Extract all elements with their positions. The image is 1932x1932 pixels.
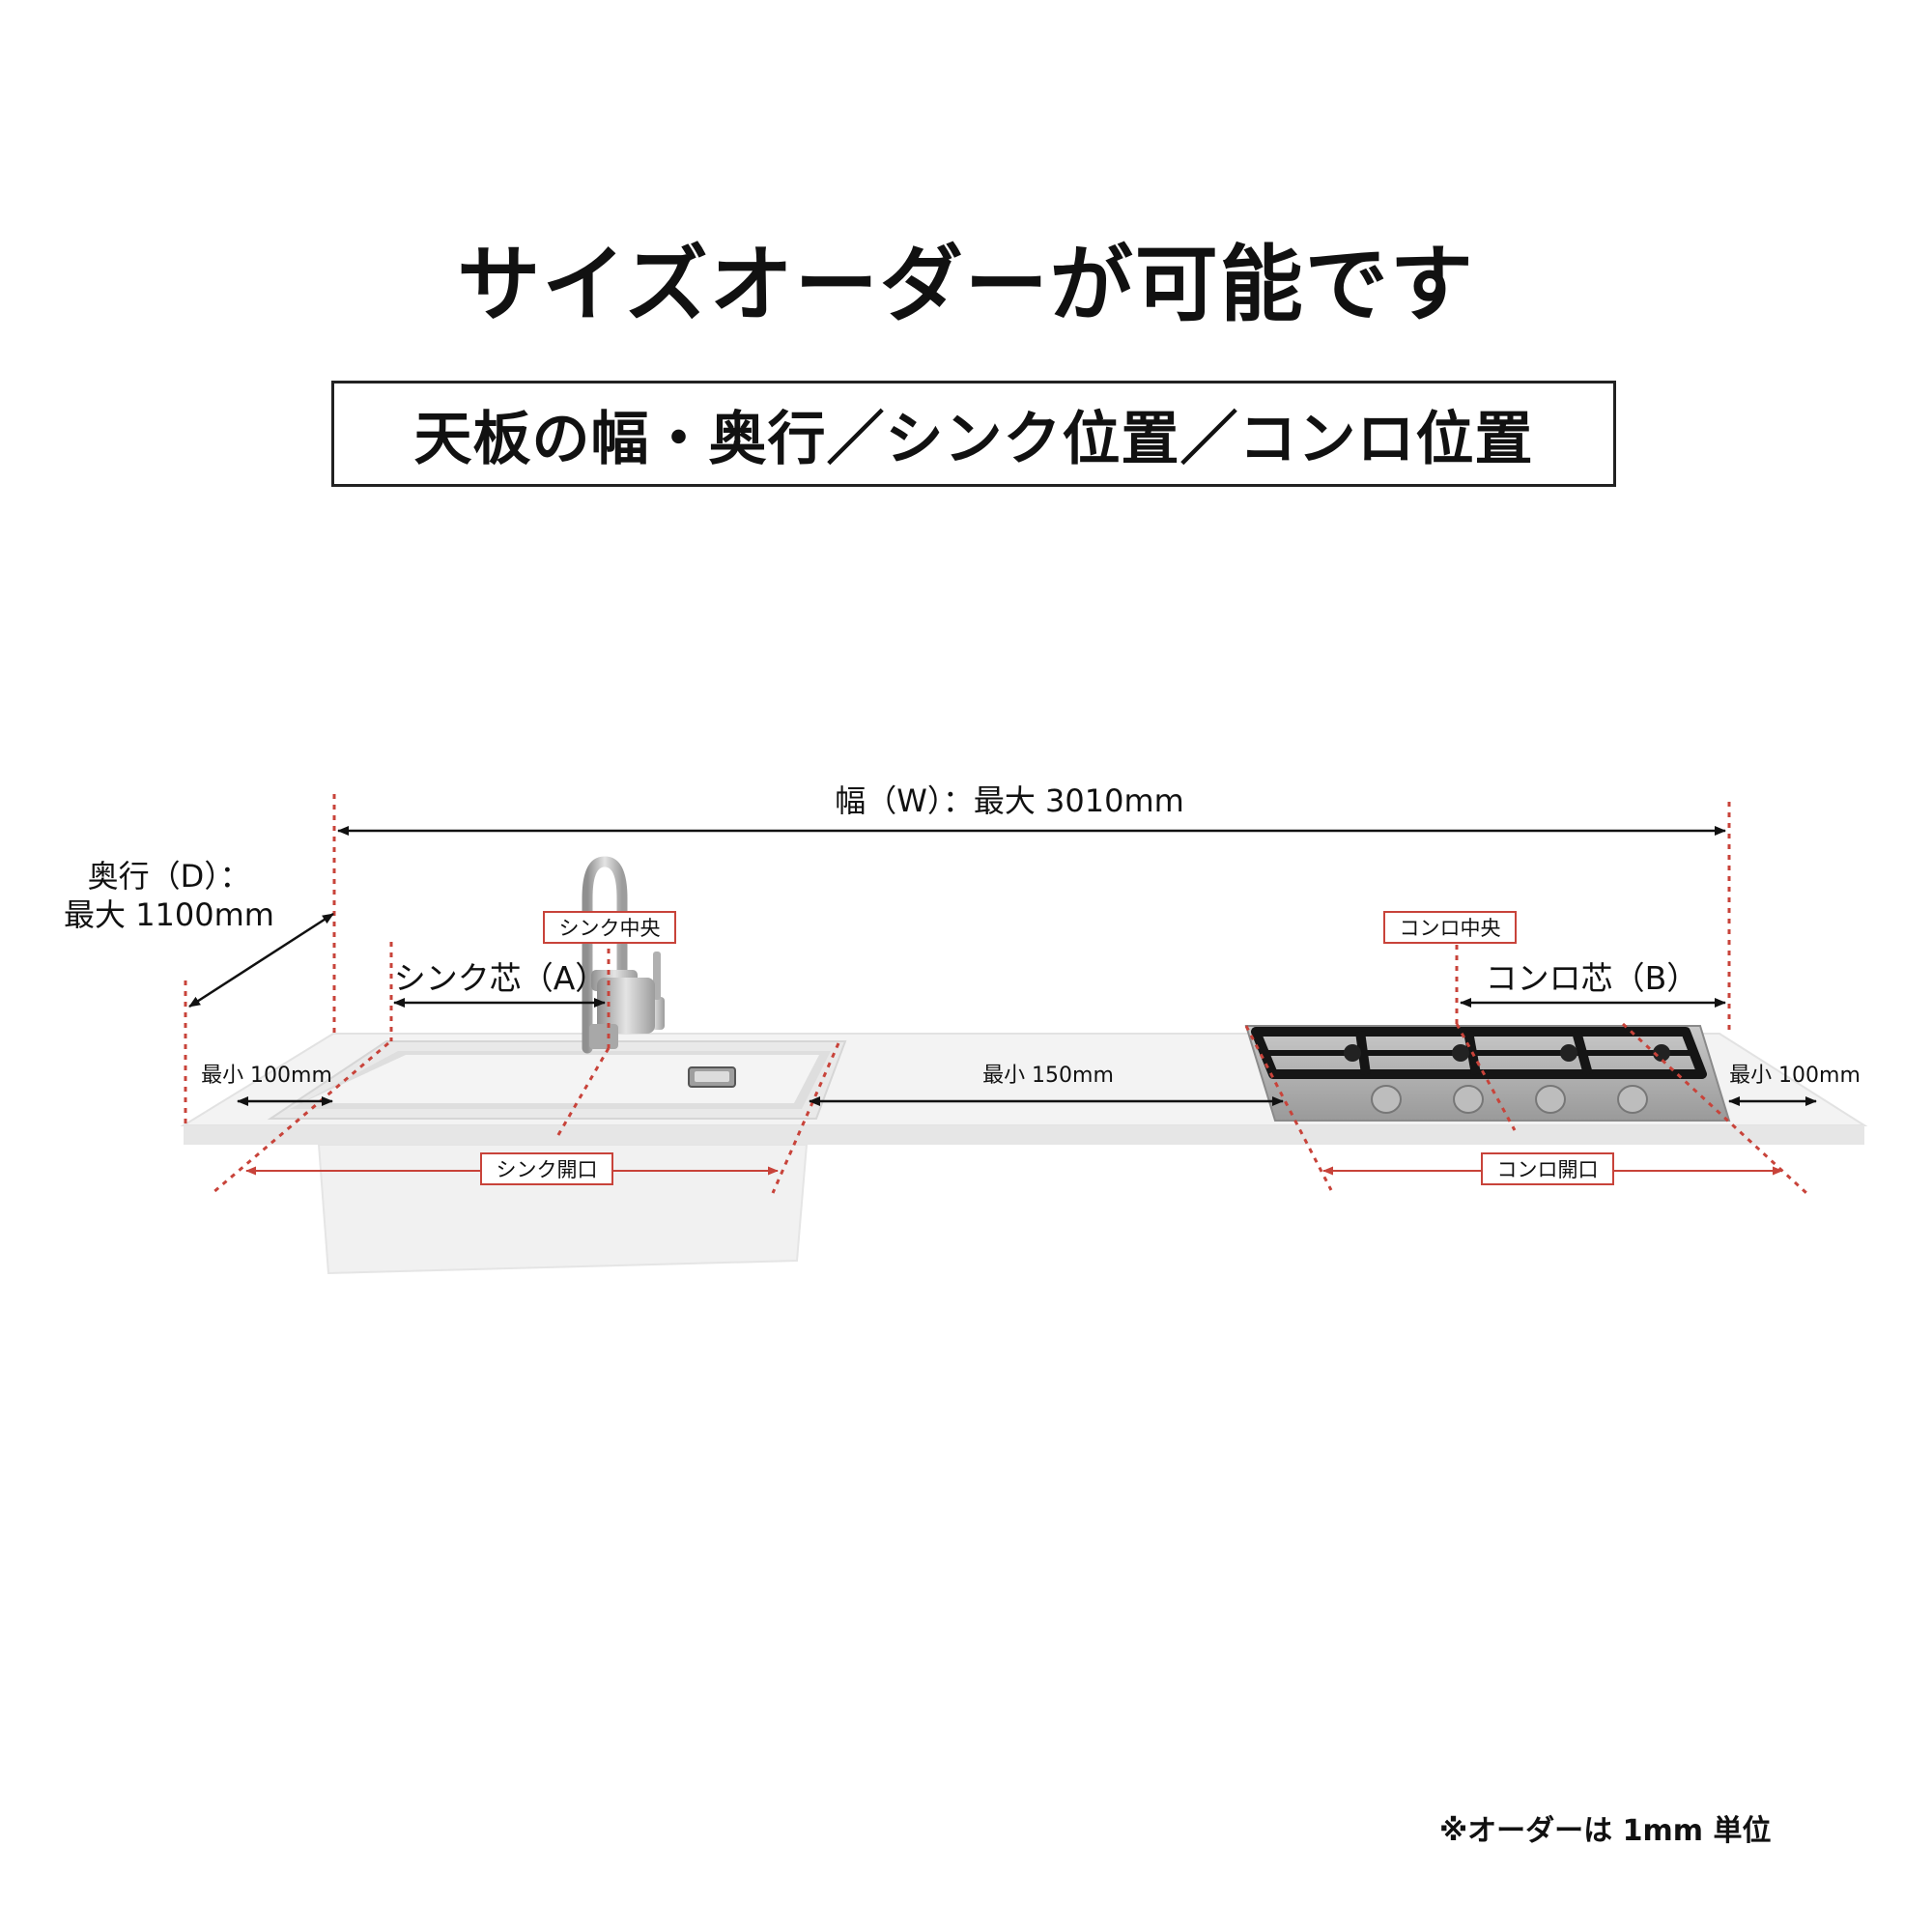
min-right-label: 最小 100mm (1729, 1064, 1861, 1088)
control-knob-icon (1371, 1085, 1648, 1114)
drain-cover-icon (688, 1066, 736, 1088)
min-middle-label: 最小 150mm (982, 1064, 1114, 1088)
tag-stove-opening-text: コンロ開口 (1497, 1158, 1599, 1181)
min-left-label: 最小 100mm (201, 1064, 332, 1088)
stove-core-label: コンロ芯（B） (1486, 959, 1699, 997)
guide-lines (184, 794, 1808, 1195)
tag-sink-opening-text: シンク開口 (497, 1158, 598, 1181)
subtitle-text: 天板の幅・奥行／シンク位置／コンロ位置 (413, 405, 1534, 473)
sink (267, 1040, 847, 1120)
burner-grate-icon (1251, 1027, 1707, 1079)
tag-sink-center: シンク中央 (543, 911, 676, 944)
tag-stove-center: コンロ中央 (1383, 911, 1517, 944)
width-dimension: 幅（W）：最大 3010mm (337, 782, 1726, 836)
depth-label-line2: 最大 1100mm (64, 896, 274, 933)
depth-dimension: 奥行（D）： 最大 1100mm (64, 858, 334, 1009)
tag-stove-opening: コンロ開口 (1481, 1152, 1614, 1185)
min-right-dimension: 最小 100mm (1728, 1064, 1861, 1106)
sink-core-label: シンク芯（A） (394, 959, 608, 997)
sink-body (317, 1144, 809, 1275)
page-title: サイズオーダーが可能です (457, 237, 1475, 333)
gas-stove (1244, 1025, 1731, 1122)
width-label: 幅（W）：最大 3010mm (835, 782, 1184, 819)
depth-label-line1: 奥行（D）： (88, 858, 251, 895)
stove-core-dimension: コンロ芯（B） (1460, 959, 1726, 1008)
min-middle-dimension: 最小 150mm (809, 1064, 1284, 1106)
subtitle-box: 天板の幅・奥行／シンク位置／コンロ位置 (331, 381, 1616, 487)
tag-sink-opening: シンク開口 (480, 1152, 613, 1185)
footnote: ※オーダーは 1mm 単位 (1439, 1814, 1772, 1848)
tag-stove-center-text: コンロ中央 (1400, 917, 1501, 940)
tag-sink-center-text: シンク中央 (559, 917, 661, 940)
min-left-dimension: 最小 100mm (201, 1064, 333, 1106)
sink-core-dimension: シンク芯（A） (393, 959, 608, 1008)
faucet-icon (582, 856, 665, 1054)
